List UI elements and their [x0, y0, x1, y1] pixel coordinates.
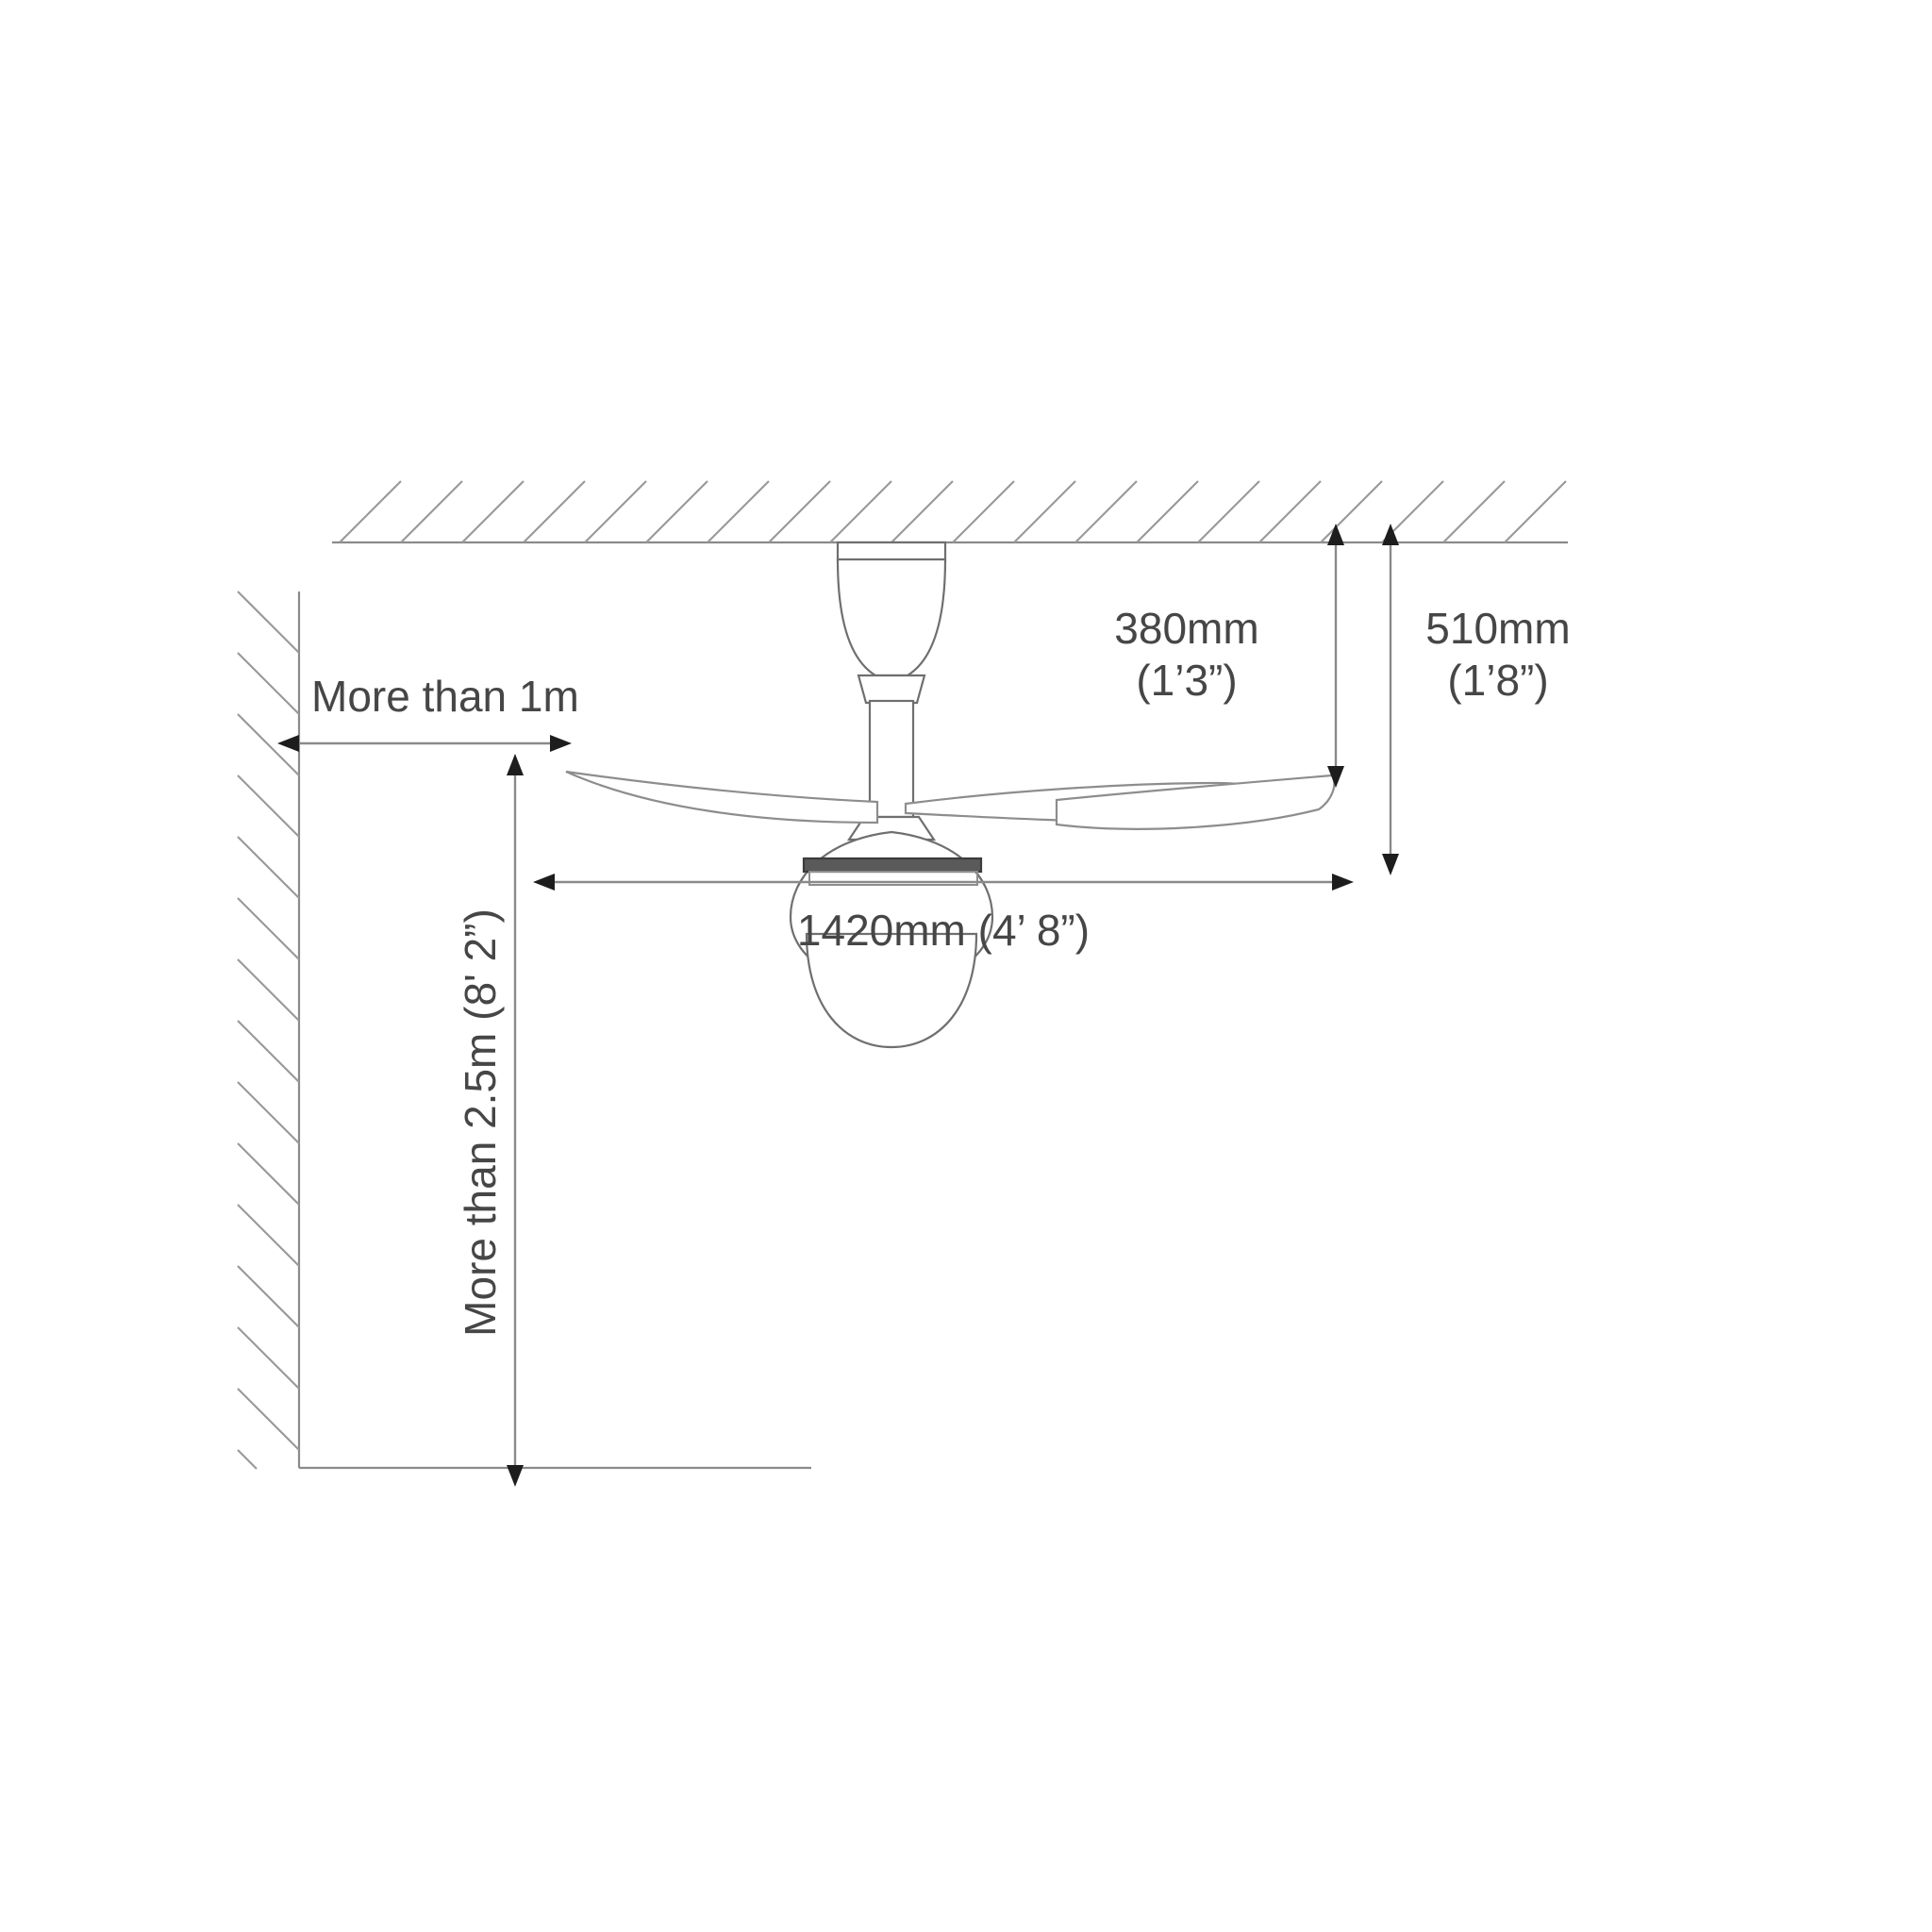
fan-blade-right-near	[1055, 774, 1336, 830]
fan-blade-left	[565, 770, 879, 824]
drop-to-light-value: 510mm	[1425, 604, 1570, 653]
floor-clearance-label: More than 2.5m (8' 2”)	[456, 908, 505, 1337]
drop-to-blades-value: 380mm	[1114, 604, 1258, 653]
wall-hatching	[237, 591, 300, 1470]
dimension-blade-span: 1420mm (4’ 8”)	[533, 874, 1354, 955]
ceiling-structure	[332, 480, 1568, 544]
light-globe	[805, 932, 978, 1049]
drop-to-light-imperial: (1’8”)	[1447, 656, 1548, 705]
drop-to-blades-imperial: (1’3”)	[1136, 656, 1237, 705]
dimension-drop-to-blades: 380mm (1’3”)	[1114, 524, 1344, 788]
blade-hub-plate	[802, 857, 983, 874]
downrod	[868, 699, 915, 819]
wall-clearance-label: More than 1m	[311, 672, 579, 721]
canopy-lower-ring	[857, 674, 926, 705]
ceiling-canopy	[836, 558, 947, 677]
ceiling-hatching	[339, 480, 1567, 543]
dimension-wall-clearance: More than 1m	[277, 672, 579, 752]
dimension-drop-to-light: 510mm (1’8”)	[1382, 524, 1571, 875]
dimension-floor-clearance: More than 2.5m (8' 2”)	[456, 754, 524, 1487]
wall-structure	[237, 591, 301, 1470]
ceiling-fan-assembly	[565, 541, 1336, 1049]
blade-span-label: 1420mm (4’ 8”)	[797, 906, 1090, 955]
